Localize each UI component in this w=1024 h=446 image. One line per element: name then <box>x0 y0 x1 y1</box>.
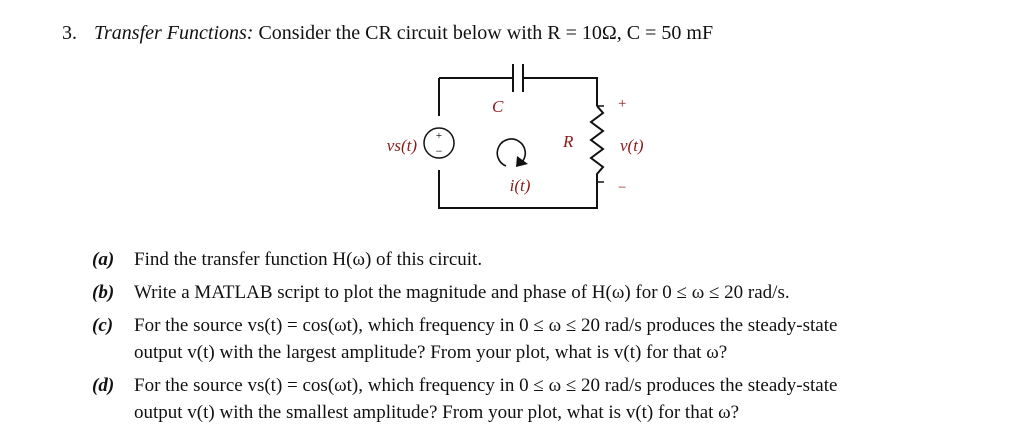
part-d: (d) For the source vs(t) = cos(ωt), whic… <box>92 372 1012 426</box>
wire-left-bottom <box>438 78 598 209</box>
part-text-line: output v(t) with the largest amplitude? … <box>134 342 728 363</box>
current-arrow-head-icon <box>516 156 528 167</box>
part-label: (b) <box>92 282 115 303</box>
source-voltage-label: vs(t) <box>387 136 418 155</box>
cr-circuit-diagram: + − C R vs(t) i(t) v(t) + − <box>387 64 644 209</box>
voltage-source-circle <box>423 127 455 159</box>
wire-top <box>439 77 598 106</box>
part-b: (b) Write a MATLAB script to plot the ma… <box>92 279 1012 306</box>
current-loop-arc <box>496 138 527 167</box>
question-parts: (a) Find the transfer function H(ω) of t… <box>92 246 1012 432</box>
output-plus-label: + <box>618 96 626 112</box>
source-plus: + <box>436 130 442 142</box>
part-label: (d) <box>92 375 115 396</box>
output-minus-label: − <box>618 180 626 196</box>
output-voltage-label: v(t) <box>620 136 644 155</box>
part-a: (a) Find the transfer function H(ω) of t… <box>92 246 1012 273</box>
part-text-line: Write a MATLAB script to plot the magnit… <box>134 282 790 303</box>
problem-title: Transfer Functions: <box>94 22 254 44</box>
part-text-line: For the source vs(t) = cos(ωt), which fr… <box>134 315 838 336</box>
part-label: (a) <box>92 249 115 270</box>
part-text-line: For the source vs(t) = cos(ωt), which fr… <box>134 375 838 396</box>
problem-number: 3. <box>62 22 77 44</box>
part-text-line: Find the transfer function H(ω) of this … <box>134 249 483 270</box>
problem-text: Consider the CR circuit below with R = 1… <box>258 22 714 44</box>
resistor-zigzag <box>589 105 605 182</box>
part-text-line: output v(t) with the smallest amplitude?… <box>134 402 740 423</box>
problem-statement: 3. Transfer Functions: Consider the CR c… <box>62 22 713 45</box>
resistor-label: R <box>562 132 574 151</box>
part-label: (c) <box>92 315 114 336</box>
current-label: i(t) <box>510 176 531 195</box>
source-minus: − <box>436 144 443 158</box>
part-c: (c) For the source vs(t) = cos(ωt), whic… <box>92 312 1012 366</box>
capacitor-label: C <box>492 97 504 116</box>
